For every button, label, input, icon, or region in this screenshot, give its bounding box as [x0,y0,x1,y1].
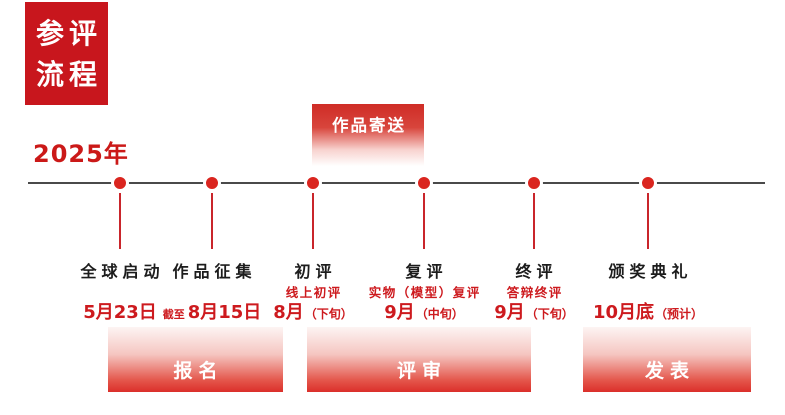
date-main: 5月23日 [83,302,157,323]
date-suffix: （下旬） [304,307,353,321]
phase-label: 评审 [396,360,447,382]
milestone-subtitle: 线上初评 [285,285,342,300]
date-suffix: （中旬） [415,307,464,321]
milestone-label: 颁奖典礼 [608,262,693,281]
milestone-label: 终评 [515,262,558,281]
timeline-dot-icon [304,174,322,192]
timeline-stem [312,193,314,249]
date-prefix: 截至 [162,308,185,321]
milestone-date: 10月底（预计） [593,298,703,324]
timeline-line [28,182,765,184]
milestone-subtitle: 实物（模型）复评 [368,285,481,300]
timeline-stem [211,193,213,249]
date-suffix: （下旬） [525,307,574,321]
milestone-subtitle: 答辩终评 [506,285,563,300]
timeline-stem [119,193,121,249]
phase-box-judging: 评审 [307,327,531,392]
milestone-label: 复评 [405,262,448,281]
date-suffix: （预计） [655,307,704,321]
phase-label: 报名 [173,360,224,382]
date-main: 8月 [273,302,304,323]
shipping-badge-label: 作品寄送 [332,116,406,135]
date-main: 9月 [494,302,525,323]
timeline-dot-icon [415,174,433,192]
timeline-dot-icon [525,174,543,192]
timeline-dot-icon [639,174,657,192]
page-title-line1: 参评 [35,16,102,50]
milestone-label: 全球启动 [80,262,165,281]
timeline-dot-icon [203,174,221,192]
timeline-dot-icon [111,174,129,192]
shipping-badge: 作品寄送 [312,104,424,166]
page-title-line2: 流程 [35,57,102,91]
year-label: 2025年 [33,140,129,168]
milestone-date: 9月（下旬） [494,298,574,324]
milestone-date: 5月23日 [83,298,157,324]
milestone-date: 9月（中旬） [384,298,464,324]
date-main: 9月 [384,302,415,323]
page-title: 参评 流程 [25,2,108,105]
date-main: 8月15日 [187,302,262,323]
milestone-label: 作品征集 [172,262,257,281]
date-main: 10月底 [592,302,655,323]
timeline-stem [647,193,649,249]
milestone-label: 初评 [294,262,337,281]
phase-box-registration: 报名 [108,327,283,392]
phase-box-announcement: 发表 [583,327,751,392]
timeline-stem [423,193,425,249]
phase-label: 发表 [644,360,695,382]
milestone-date: 8月（下旬） [273,298,353,324]
timeline-stem [533,193,535,249]
